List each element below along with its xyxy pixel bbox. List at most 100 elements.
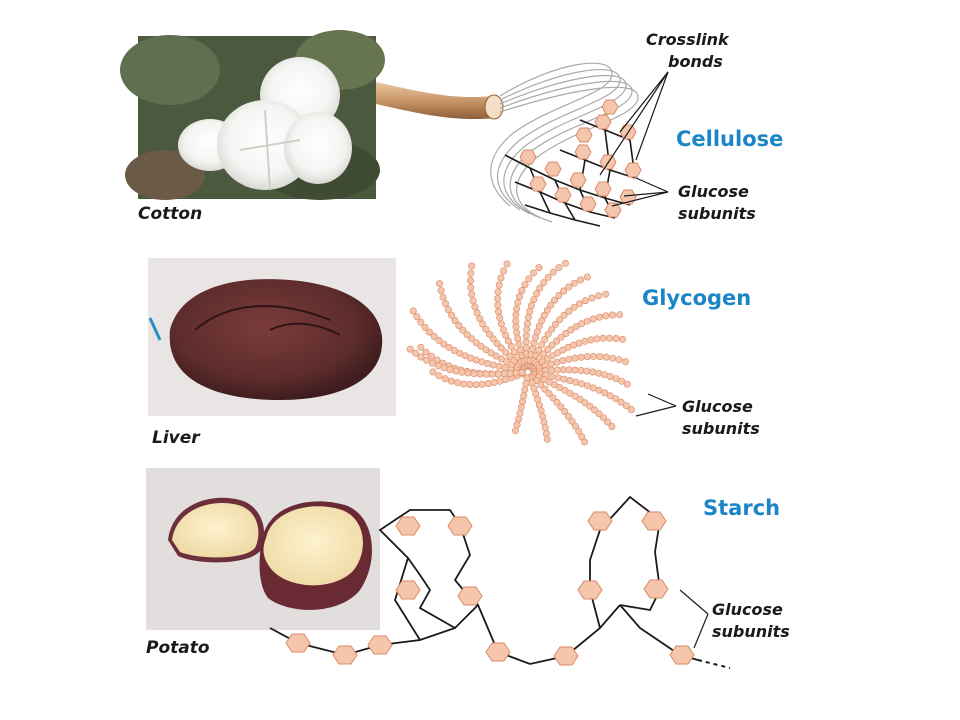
- glucose-unit: [613, 335, 619, 341]
- glucose-unit: [550, 269, 556, 275]
- cellulose-fiber: [376, 82, 503, 119]
- glucose-unit: [590, 316, 596, 322]
- glucose-unit: [601, 372, 607, 378]
- glucose-unit: [525, 314, 531, 320]
- glycogen-panel: Liver Glycogen Glucose subunits: [148, 258, 760, 448]
- glucose-unit: [622, 359, 628, 365]
- glucose-unit: [584, 353, 590, 359]
- glucose-unit: [495, 289, 501, 295]
- glucose-unit: [542, 425, 548, 431]
- glycogen-callouts: [636, 394, 676, 416]
- glucose-hexagon: [396, 581, 420, 599]
- glucose-unit: [516, 293, 522, 299]
- glucose-hexagon: [368, 636, 392, 654]
- glycogen-branches: [407, 260, 635, 445]
- glucose-unit: [526, 276, 532, 282]
- glucose-unit: [576, 340, 582, 346]
- glucose-unit: [578, 367, 584, 373]
- glucose-unit: [484, 360, 490, 366]
- cellulose-glucose-label-line-1: Glucose: [678, 182, 749, 201]
- glucose-unit: [624, 381, 630, 387]
- glucose-unit: [523, 333, 529, 339]
- cellulose-chains: [505, 100, 641, 226]
- glucose-unit: [596, 314, 602, 320]
- glucose-unit: [523, 381, 529, 387]
- glucose-unit: [407, 346, 413, 352]
- glucose-unit: [584, 368, 590, 374]
- glucose-unit: [590, 353, 596, 359]
- glucose-unit: [616, 312, 622, 318]
- glucose-unit: [548, 367, 554, 373]
- glucose-unit: [606, 335, 612, 341]
- glucose-hexagon: [520, 150, 536, 164]
- glucose-unit: [603, 313, 609, 319]
- cotton-label: Cotton: [138, 204, 202, 224]
- glucose-hexagon: [576, 128, 592, 142]
- glucose-unit: [544, 436, 550, 442]
- glucose-unit: [566, 367, 572, 373]
- glucose-unit: [500, 268, 506, 274]
- glucose-unit: [536, 264, 542, 270]
- glucose-unit: [609, 355, 615, 361]
- glucose-unit: [584, 318, 590, 324]
- glucose-unit: [496, 363, 502, 369]
- glucose-unit: [504, 261, 510, 267]
- glucose-unit: [440, 294, 446, 300]
- glucose-hexagon: [580, 197, 596, 211]
- cotton-photo: [120, 30, 385, 200]
- cellulose-title: Cellulose: [676, 127, 783, 151]
- glucose-hexagon: [642, 512, 666, 530]
- glucose-unit: [469, 263, 475, 269]
- glucose-unit: [483, 371, 489, 377]
- glucose-unit: [579, 381, 585, 387]
- glucose-unit: [607, 373, 613, 379]
- glycogen-title: Glycogen: [642, 286, 751, 310]
- glucose-unit: [560, 357, 566, 363]
- glucose-unit: [429, 360, 435, 366]
- glucose-unit: [519, 398, 525, 404]
- glucose-unit: [555, 375, 561, 381]
- glucose-unit: [468, 284, 474, 290]
- glucose-unit: [472, 304, 478, 310]
- glucose-unit: [490, 362, 496, 368]
- glucose-unit: [442, 300, 448, 306]
- cellulose-glucose-label: Glucose subunits: [678, 182, 756, 223]
- glucose-hexagon: [570, 173, 586, 187]
- glucose-unit: [572, 367, 578, 373]
- glucose-unit: [501, 371, 507, 377]
- glucose-unit: [609, 312, 615, 318]
- glucose-hexagon: [458, 587, 482, 605]
- glucose-unit: [528, 302, 534, 308]
- glucose-unit: [543, 430, 549, 436]
- glucose-unit: [530, 270, 536, 276]
- glucose-unit: [512, 428, 518, 434]
- glucose-hexagon: [578, 581, 602, 599]
- glucose-hexagon: [333, 646, 357, 664]
- glucose-unit: [453, 368, 459, 374]
- glucose-unit: [418, 319, 424, 325]
- glucose-unit: [539, 413, 545, 419]
- glucose-unit: [518, 404, 524, 410]
- glucose-unit: [541, 279, 547, 285]
- glucose-unit: [554, 367, 560, 373]
- glucose-unit: [571, 280, 577, 286]
- glycogen-glucose-label-line-2: subunits: [682, 419, 760, 438]
- glucose-unit: [495, 308, 501, 314]
- glucose-unit: [582, 297, 588, 303]
- glucose-hexagon: [554, 647, 578, 665]
- glucose-hexagon: [670, 646, 694, 664]
- glucose-unit: [436, 373, 442, 379]
- glucose-unit: [584, 383, 590, 389]
- glucose-hexagon: [588, 512, 612, 530]
- glucose-unit: [489, 371, 495, 377]
- glucose-unit: [474, 310, 480, 316]
- glucose-unit: [595, 293, 601, 299]
- glucose-hexagon: [595, 182, 611, 196]
- glucose-hexagon: [545, 162, 561, 176]
- glucose-unit: [517, 410, 523, 416]
- glucose-unit: [578, 354, 584, 360]
- glucose-unit: [436, 280, 442, 286]
- glucose-unit: [435, 363, 441, 369]
- glucose-unit: [548, 361, 554, 367]
